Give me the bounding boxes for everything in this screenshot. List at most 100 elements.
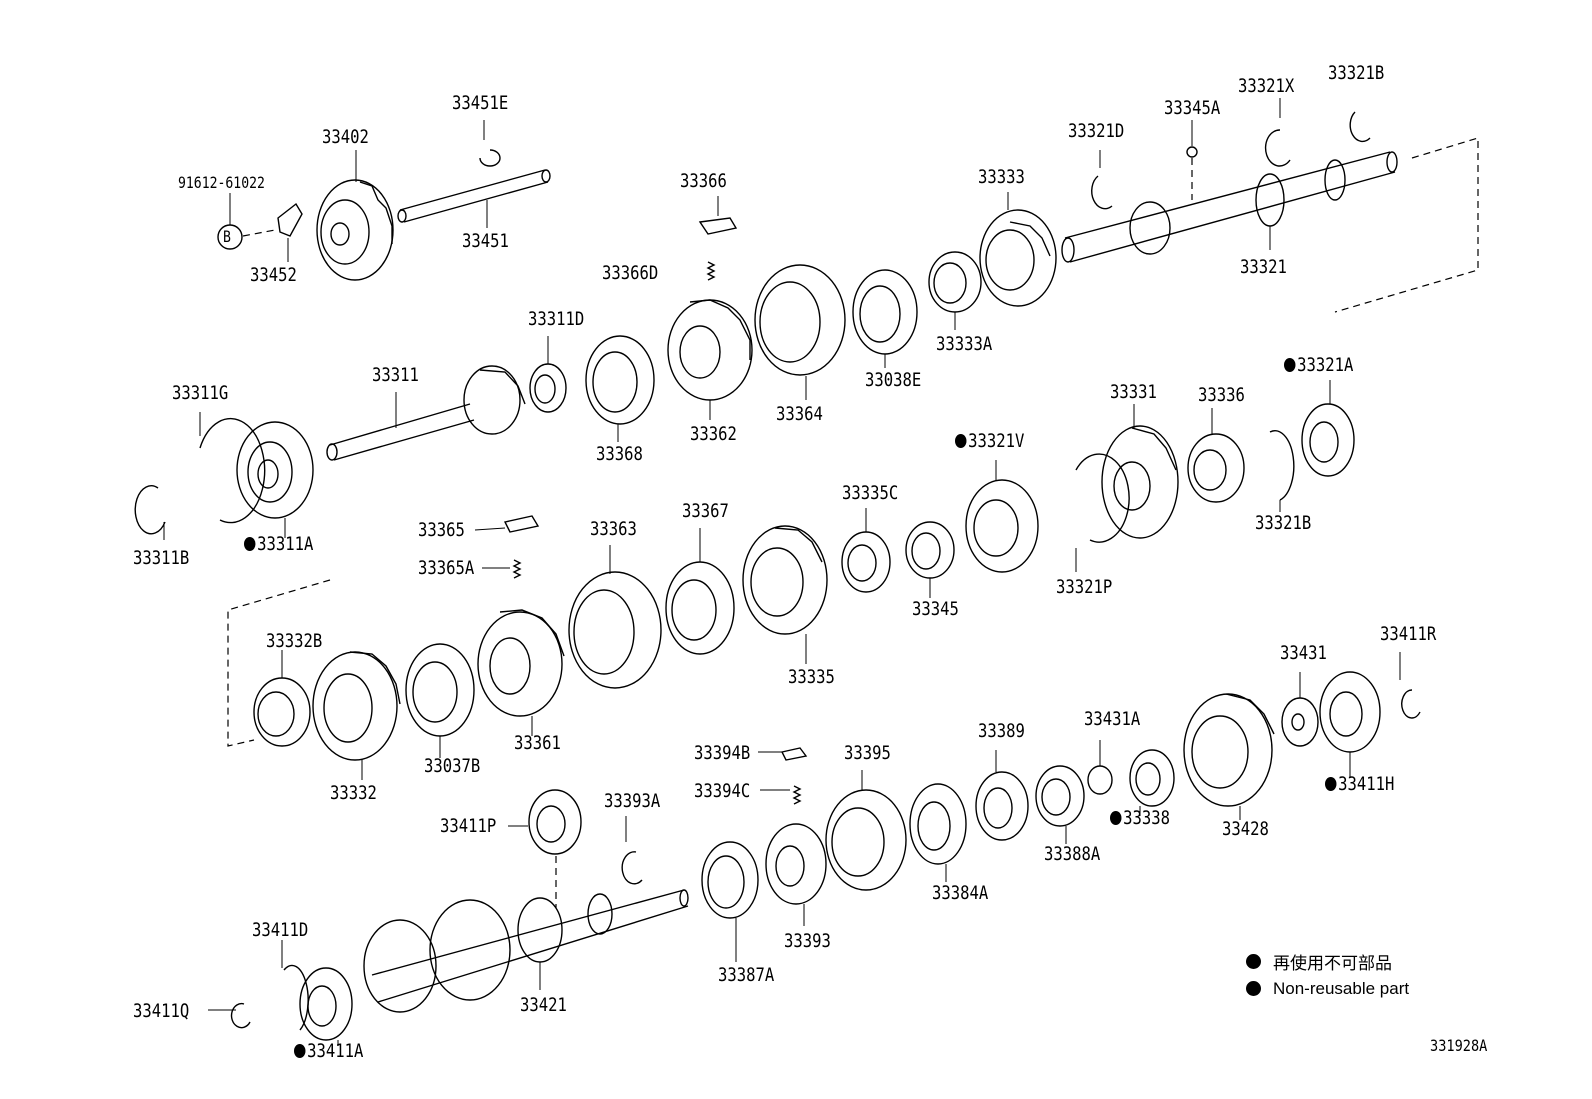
callout-33451E: 33451E [452, 92, 509, 114]
synchro-ring-input [585, 335, 655, 425]
counter-gear [371, 889, 689, 1003]
callout-33411P: 33411P [440, 815, 497, 837]
idler-shaft [399, 169, 549, 223]
legend: 再使用不可部品 Non-reusable part [1246, 948, 1409, 1002]
snap-ring-411q [230, 1002, 251, 1029]
input-bearing [236, 421, 314, 519]
callout-33411Q: 33411Q [133, 1000, 190, 1022]
callout-33388A: 33388A [1044, 843, 1101, 865]
collar-sleeve [1035, 765, 1085, 827]
reverse-sleeve [825, 789, 907, 891]
needle-bearing-4th [1187, 433, 1245, 503]
callout-33394C: 33394C [694, 780, 751, 802]
reverse-hub [765, 823, 827, 905]
callout-33389: 33389 [978, 720, 1025, 742]
callout-33321: 33321 [1240, 256, 1287, 278]
callout-33421: 33421 [520, 994, 567, 1016]
callout-33335: 33335 [788, 666, 835, 688]
snap-ring-411d [283, 964, 309, 1031]
legend-text-jp: 再使用不可部品 [1273, 954, 1392, 973]
callout-33366D: 33366D [602, 262, 659, 284]
snap-ring-b-mid [1269, 430, 1295, 501]
non-reusable-dot [294, 1044, 306, 1058]
counter-bearing-a [299, 967, 353, 1041]
reverse-clip [975, 771, 1029, 841]
callout-33365A: 33365A [418, 557, 475, 579]
callout-33345: 33345 [912, 598, 959, 620]
hub-1st-2nd [477, 611, 563, 717]
callout-33451: 33451 [462, 230, 509, 252]
callout-33367: 33367 [682, 500, 729, 522]
shifting-key [698, 217, 738, 235]
shaft-snap-ring [199, 417, 266, 524]
callout-33332B: 33332B [266, 630, 323, 652]
callout-33321B-mid: 33321B [1255, 512, 1312, 534]
callout-33394B: 33394B [694, 742, 751, 764]
callout-33321A: 33321A [1284, 354, 1353, 376]
callout-33411A: 33411A [294, 1040, 363, 1062]
callout-33331: 33331 [1110, 381, 1157, 403]
bullet-dot-icon [1246, 981, 1261, 996]
legend-text-en: Non-reusable part [1273, 978, 1410, 998]
synchro-ring-387 [701, 841, 759, 919]
callout-33345A: 33345A [1164, 97, 1221, 119]
second-gear [312, 651, 398, 761]
callout-33411D: 33411D [252, 919, 309, 941]
callout-33393A: 33393A [604, 790, 661, 812]
callout-33365: 33365 [418, 519, 465, 541]
callout-33333: 33333 [978, 166, 1025, 188]
non-reusable-dot [1110, 811, 1122, 825]
callout-33363: 33363 [590, 518, 637, 540]
callout-33384A: 33384A [932, 882, 989, 904]
steel-ball [1186, 146, 1198, 158]
legend-row-en: Non-reusable part [1246, 975, 1409, 1002]
counter-bearing-h [1319, 671, 1381, 753]
callout-33452: 33452 [250, 264, 297, 286]
non-reusable-dot [1325, 777, 1337, 791]
needle-bearing [928, 251, 982, 313]
synchro-ring-2 [405, 643, 475, 737]
needle-bearing-5th [841, 531, 891, 593]
callout-33037B: 33037B [424, 755, 481, 777]
non-reusable-dot [955, 434, 967, 448]
callout-33366: 33366 [680, 170, 727, 192]
hub-sleeve [754, 264, 846, 376]
hub-sleeve-2 [568, 571, 662, 689]
ref-marker-b: B [223, 227, 231, 246]
thrust-washer [1281, 697, 1319, 747]
callout-33333A: 33333A [936, 333, 993, 355]
callout-33311: 33311 [372, 364, 419, 386]
radial-bearing-a [1301, 403, 1355, 477]
callout-33402: 33402 [322, 126, 369, 148]
snap-ring-x [1264, 129, 1291, 167]
callout-33431A: 33431A [1084, 708, 1141, 730]
key-spring-2 [512, 559, 522, 579]
spacer-sleeve [905, 521, 955, 579]
fifth-gear [742, 525, 828, 635]
callout-33362: 33362 [690, 423, 737, 445]
callout-33321P: 33321P [1056, 576, 1113, 598]
snap-ring-d [1091, 175, 1113, 210]
output-shaft [1064, 151, 1396, 263]
spacer-ring [1087, 765, 1113, 795]
callout-33311A: 33311A [244, 533, 313, 555]
callout-33368: 33368 [596, 443, 643, 465]
callout-33321B-top: 33321B [1328, 62, 1385, 84]
shifting-key-3 [780, 747, 808, 761]
callout-33321X: 33321X [1238, 75, 1295, 97]
callout-33393: 33393 [784, 930, 831, 952]
counter-bearing-p [528, 789, 582, 855]
callout-33428: 33428 [1222, 818, 1269, 840]
fourth-gear [1101, 425, 1179, 539]
callout-91612-61022: 91612-61022 [178, 173, 265, 192]
key-spring-3 [792, 785, 802, 805]
figure-code: 331928A [1430, 1036, 1488, 1055]
e-ring [479, 149, 501, 167]
callout-33411H: 33411H [1325, 773, 1394, 795]
bullet-dot-icon [1246, 954, 1261, 969]
callout-33431: 33431 [1280, 642, 1327, 664]
legend-row-jp: 再使用不可部品 [1246, 948, 1409, 975]
callout-33387A: 33387A [718, 964, 775, 986]
counter-fifth-gear [1183, 693, 1273, 807]
dash-frame-left [227, 579, 331, 747]
